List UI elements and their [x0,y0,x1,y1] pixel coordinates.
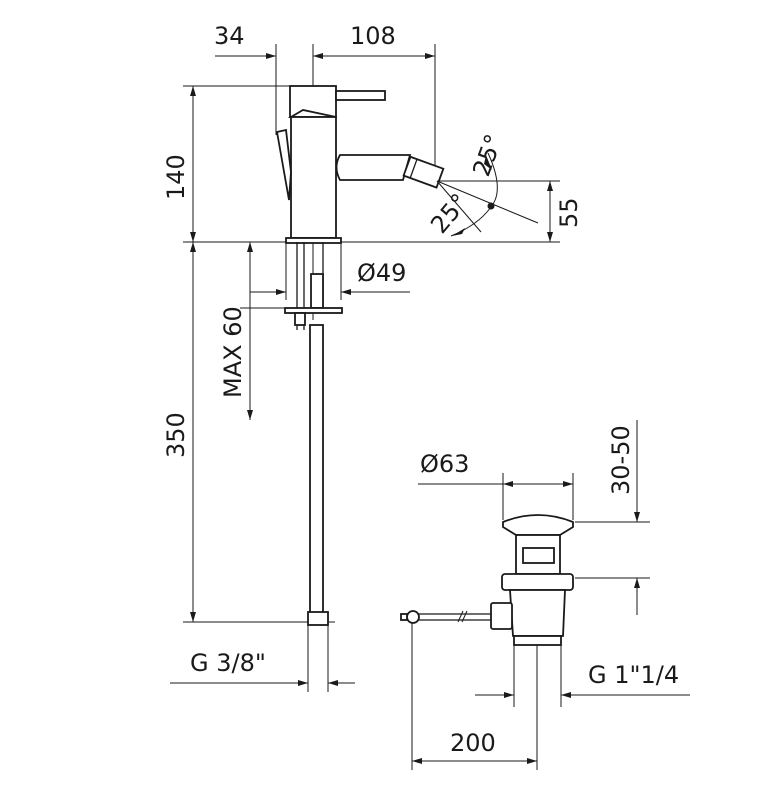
fixing-stud [310,273,324,309]
waste-view: Ø63 30-50 G 1"1/4 200 [400,420,690,770]
dim-108-label: 108 [350,22,396,50]
nozzle [402,155,445,189]
dim-3050-label: 30-50 [607,425,635,495]
angle-vertex-dot [487,202,495,210]
rod-knob [406,610,420,624]
spray-axis-line [436,180,539,224]
base-plate [285,237,342,244]
waste-cap [502,514,574,536]
dim-34-label: 34 [214,22,245,50]
dim-140-label: 140 [162,154,190,200]
waste-thread [513,635,562,646]
break-mark [457,610,468,623]
dim-55-label: 55 [555,197,583,228]
dim-g38-label: G 3/8" [190,649,266,677]
dim-49-label: Ø49 [357,259,406,287]
angle-down-label: 25° [425,188,474,239]
fixing-plate [284,307,343,314]
dim-200-label: 200 [450,729,496,757]
hose [309,324,324,614]
nut [294,312,306,326]
waste-flange [501,573,574,591]
waste-body [509,589,566,637]
arrow-icon [484,155,492,170]
waste-window [522,547,555,564]
faucet-view: 34 108 140 25° 25° 55 [162,22,583,692]
side-lever [275,128,292,201]
dim-g114-label: G 1"1/4 [588,661,679,689]
dim-63-label: Ø63 [420,450,469,478]
spout [335,154,412,181]
rod-connector [490,602,513,630]
rod-tip [400,613,408,621]
hose-connector [307,611,329,626]
faucet-body [290,116,337,239]
angle-up-label: 25° [467,130,508,180]
dim-max60-label: MAX 60 [219,306,247,398]
dim-350-label: 350 [162,412,190,458]
lever [335,90,386,101]
arrow-icon [452,228,465,236]
